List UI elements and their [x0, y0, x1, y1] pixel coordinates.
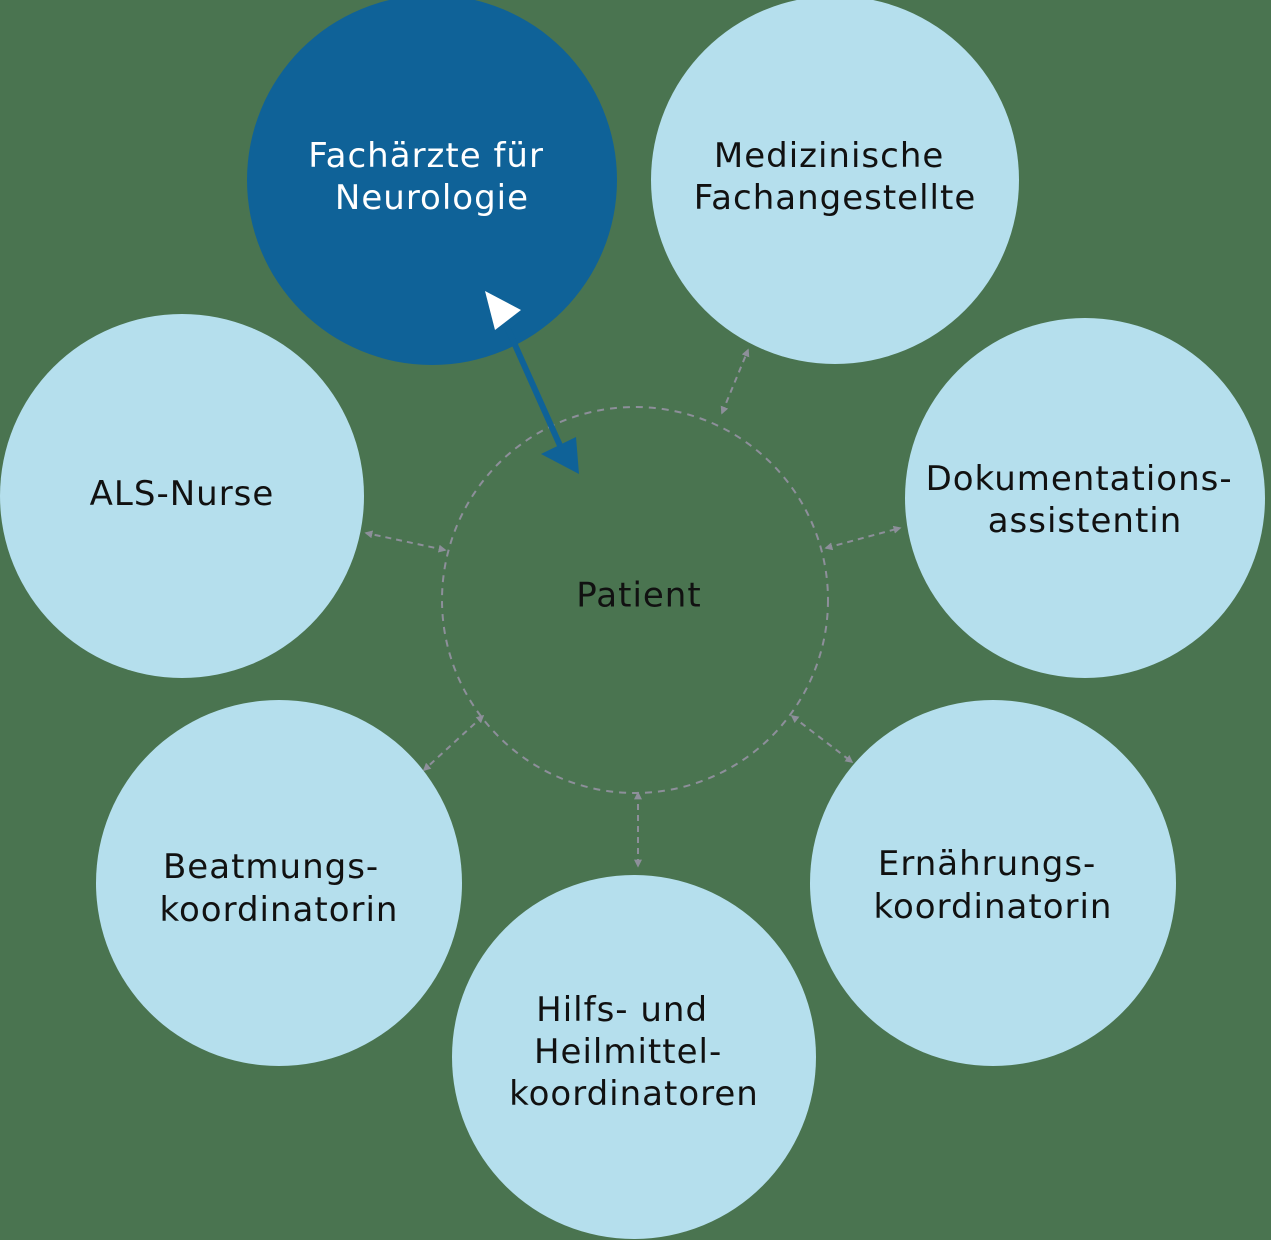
connector-medizinische	[720, 348, 750, 415]
connectors	[364, 348, 902, 868]
node-medizinische: Medizinische Fachangestellte	[651, 0, 1019, 364]
connector-ernaehrung	[790, 715, 854, 763]
node-hilfsmittel: Hilfs- und Heilmittel- koordinatoren	[452, 875, 816, 1239]
node-label: Medizinische Fachangestellte	[694, 136, 977, 218]
node-circle	[96, 700, 462, 1066]
node-dokumentation: Dokumentations- assistentin	[905, 318, 1265, 678]
node-label-line: Dokumentations-	[926, 459, 1233, 499]
highlight-arrow-up-icon	[485, 291, 521, 330]
node-label-line: Fachangestellte	[694, 178, 977, 218]
node-label-line: Ernährungs-	[878, 844, 1096, 884]
connector-als-nurse	[364, 530, 447, 553]
node-label: ALS-Nurse	[90, 474, 275, 514]
node-label-line: koordinatorin	[160, 890, 399, 930]
node-circle	[0, 314, 364, 678]
node-label: Beatmungs- koordinatorin	[160, 847, 399, 930]
node-label: Hilfs- und Heilmittel- koordinatoren	[509, 990, 759, 1114]
node-label-line: Neurologie	[335, 178, 529, 218]
node-label: Dokumentations- assistentin	[926, 459, 1245, 541]
connector-dokumentation	[824, 525, 902, 551]
node-label-line: Heilmittel-	[534, 1032, 722, 1072]
highlight-connector-shaft	[500, 316, 565, 452]
node-label: Fachärzte für Neurologie	[308, 136, 556, 218]
node-circle	[905, 318, 1265, 678]
node-label-line: koordinatoren	[509, 1074, 759, 1114]
node-circle	[247, 0, 617, 365]
node-label-line: Beatmungs-	[163, 847, 379, 887]
node-label: Ernährungs- koordinatorin	[874, 844, 1113, 927]
highlight-connector	[485, 291, 579, 474]
node-label-line: koordinatorin	[874, 887, 1113, 927]
patient-label: Patient	[576, 576, 701, 616]
node-circle	[651, 0, 1019, 364]
node-label-line: Hilfs- und	[536, 990, 708, 1030]
node-label-line: Medizinische	[714, 136, 944, 176]
node-label-line: Fachärzte für	[308, 136, 544, 176]
node-circle	[810, 700, 1176, 1066]
node-circle	[452, 875, 816, 1239]
node-beatmung: Beatmungs- koordinatorin	[96, 700, 462, 1066]
node-ernaehrung: Ernährungs- koordinatorin	[810, 700, 1176, 1066]
node-als-nurse: ALS-Nurse	[0, 314, 364, 678]
connector-beatmung	[422, 714, 485, 772]
node-label-line: ALS-Nurse	[90, 474, 275, 514]
node-fachaerzte: Fachärzte für Neurologie	[247, 0, 617, 365]
node-label-line: assistentin	[988, 501, 1183, 541]
highlight-arrow-down-icon	[541, 437, 579, 474]
